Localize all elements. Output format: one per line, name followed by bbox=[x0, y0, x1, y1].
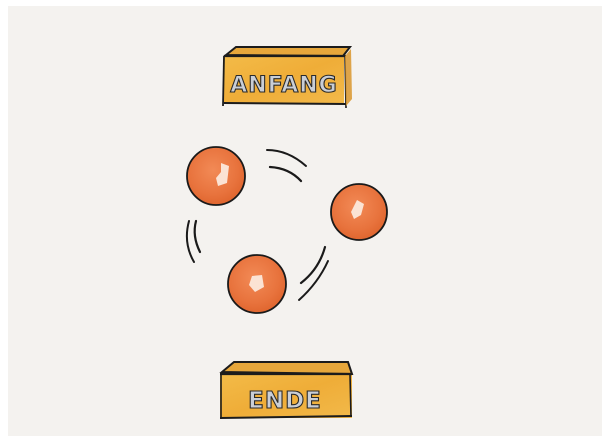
motion-arc-top bbox=[267, 150, 306, 181]
cycle-node-1 bbox=[187, 147, 245, 205]
end-label: ENDE bbox=[248, 388, 322, 414]
motion-arc-right bbox=[299, 247, 328, 300]
end-box: ENDE bbox=[220, 362, 352, 419]
cycle-node-2 bbox=[331, 184, 387, 240]
cycle-node-3 bbox=[228, 255, 286, 313]
start-label: ANFANG bbox=[230, 73, 337, 98]
motion-arc-left bbox=[187, 221, 200, 262]
start-box: ANFANG bbox=[223, 47, 352, 108]
